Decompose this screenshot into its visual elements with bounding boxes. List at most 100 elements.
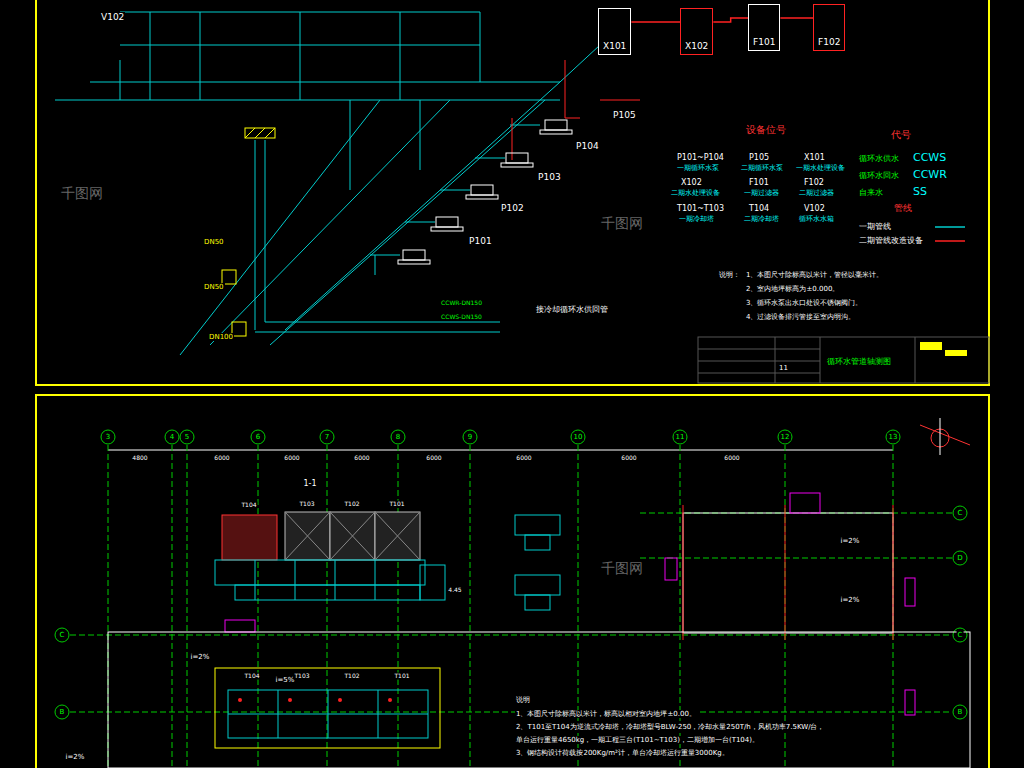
- label: 代号: [890, 129, 912, 141]
- label: 6000: [515, 455, 532, 462]
- label: 11: [778, 364, 789, 372]
- label: 6: [255, 433, 261, 441]
- label: 一期水处理设备: [795, 164, 846, 172]
- label: i=2%: [65, 753, 86, 761]
- legend-text: 一期管线: [859, 222, 891, 231]
- label: CCWR: [912, 169, 948, 182]
- legend-line-sample: [935, 240, 965, 242]
- label: T102: [343, 501, 360, 508]
- label: 说明：: [718, 271, 741, 279]
- label: 6000: [283, 455, 300, 462]
- label: 二期水处理设备: [670, 189, 721, 197]
- label: P105: [748, 153, 770, 162]
- label: 说明: [515, 696, 531, 704]
- label: P105: [612, 110, 637, 120]
- equipment-tag: F101: [753, 37, 775, 48]
- label: 二期过滤器: [798, 189, 835, 197]
- legend-line-sample: [935, 226, 965, 228]
- label: 循环水水箱: [798, 215, 835, 223]
- label: T101: [388, 501, 405, 508]
- label: 4800: [131, 455, 148, 462]
- label: 6000: [353, 455, 370, 462]
- label: T104: [748, 204, 770, 213]
- label: P103: [537, 172, 562, 182]
- label: 11: [675, 433, 686, 441]
- label: 9: [467, 433, 473, 441]
- label: F101: [748, 178, 770, 187]
- label: 自来水: [858, 188, 884, 197]
- label: i=2%: [840, 596, 861, 604]
- label: P102: [500, 203, 525, 213]
- label: B: [957, 708, 964, 716]
- equipment-box: F101: [748, 4, 780, 51]
- pipe-connector: [713, 18, 748, 22]
- label: T104: [243, 673, 260, 680]
- label: 单台运行重量4650kg，一期工程三台(T101~T103)，二期增加一台(T1…: [515, 736, 760, 744]
- equipment-box: F102: [813, 4, 845, 51]
- label: 千图网: [600, 215, 644, 231]
- label: T101~T103: [676, 204, 725, 213]
- label: T101: [393, 673, 410, 680]
- pipe-connector: [631, 21, 680, 23]
- label: 5: [184, 433, 190, 441]
- label: P104: [575, 141, 600, 151]
- label: C: [957, 509, 964, 517]
- label: CCWS-DN150: [440, 314, 483, 321]
- label: 3: [105, 433, 111, 441]
- legend-entry: 一期管线: [858, 221, 892, 232]
- label: 4.45: [447, 587, 462, 594]
- label: X101: [803, 153, 826, 162]
- label: i=2%: [190, 653, 211, 661]
- label: 千图网: [600, 560, 644, 576]
- label: 10: [573, 433, 584, 441]
- label: 一期循环水泵: [676, 164, 720, 172]
- label: P101~P104: [676, 153, 725, 162]
- label: C: [59, 631, 66, 639]
- equipment-tag: F102: [818, 37, 840, 48]
- label: 管线: [893, 203, 913, 213]
- label: 8: [395, 433, 401, 441]
- label: 循环水供水: [858, 154, 900, 163]
- label: CCWR-DN150: [440, 300, 483, 307]
- equipment-tag: X102: [685, 41, 708, 52]
- label: 6000: [620, 455, 637, 462]
- label: 7: [324, 433, 330, 441]
- label: 4: [169, 433, 175, 441]
- equipment-tag: X101: [603, 41, 626, 52]
- label: 2、T101至T104为逆流式冷却塔，冷却塔型号BLW-250，冷却水量250T…: [515, 723, 826, 731]
- label: T103: [298, 501, 315, 508]
- label: CCWS: [912, 152, 947, 165]
- label: 6000: [213, 455, 230, 462]
- label: 循环水管道轴测图: [826, 357, 892, 366]
- label: 二期冷却塔: [743, 215, 780, 223]
- label: 2、室内地坪标高为±0.000。: [745, 285, 840, 293]
- label: V102: [803, 204, 826, 213]
- pipe-connector: [780, 17, 813, 19]
- label: T104: [240, 502, 257, 509]
- label: 13: [888, 433, 899, 441]
- label: 6000: [723, 455, 740, 462]
- label: C: [957, 631, 964, 639]
- label: 3、钢结构设计荷载按200Kg/m²计，单台冷却塔运行重量3000Kg。: [515, 749, 730, 757]
- label: 接冷却循环水供回管: [535, 305, 609, 314]
- label: 一期冷却塔: [678, 215, 715, 223]
- label: i=5%: [275, 676, 296, 684]
- label: T103: [293, 673, 310, 680]
- label: X102: [680, 178, 703, 187]
- legend-entry: 二期管线改造设备: [858, 235, 924, 246]
- label: T102: [343, 673, 360, 680]
- equipment-box: X102: [680, 8, 713, 55]
- label: 二期循环水泵: [740, 164, 784, 172]
- label: 一期过滤器: [743, 189, 780, 197]
- label: 4、过滤设备排污管接至室内明沟。: [745, 313, 856, 321]
- label: 设备位号: [745, 124, 787, 136]
- label: V102: [100, 12, 125, 22]
- label: 1-1: [302, 479, 317, 488]
- label: D: [956, 554, 963, 562]
- label: 循环水回水: [858, 171, 900, 180]
- label: DN50: [203, 238, 225, 246]
- legend-text: 二期管线改造设备: [859, 236, 923, 245]
- label: 3、循环水泵出水口处设不锈钢阀门。: [745, 299, 863, 307]
